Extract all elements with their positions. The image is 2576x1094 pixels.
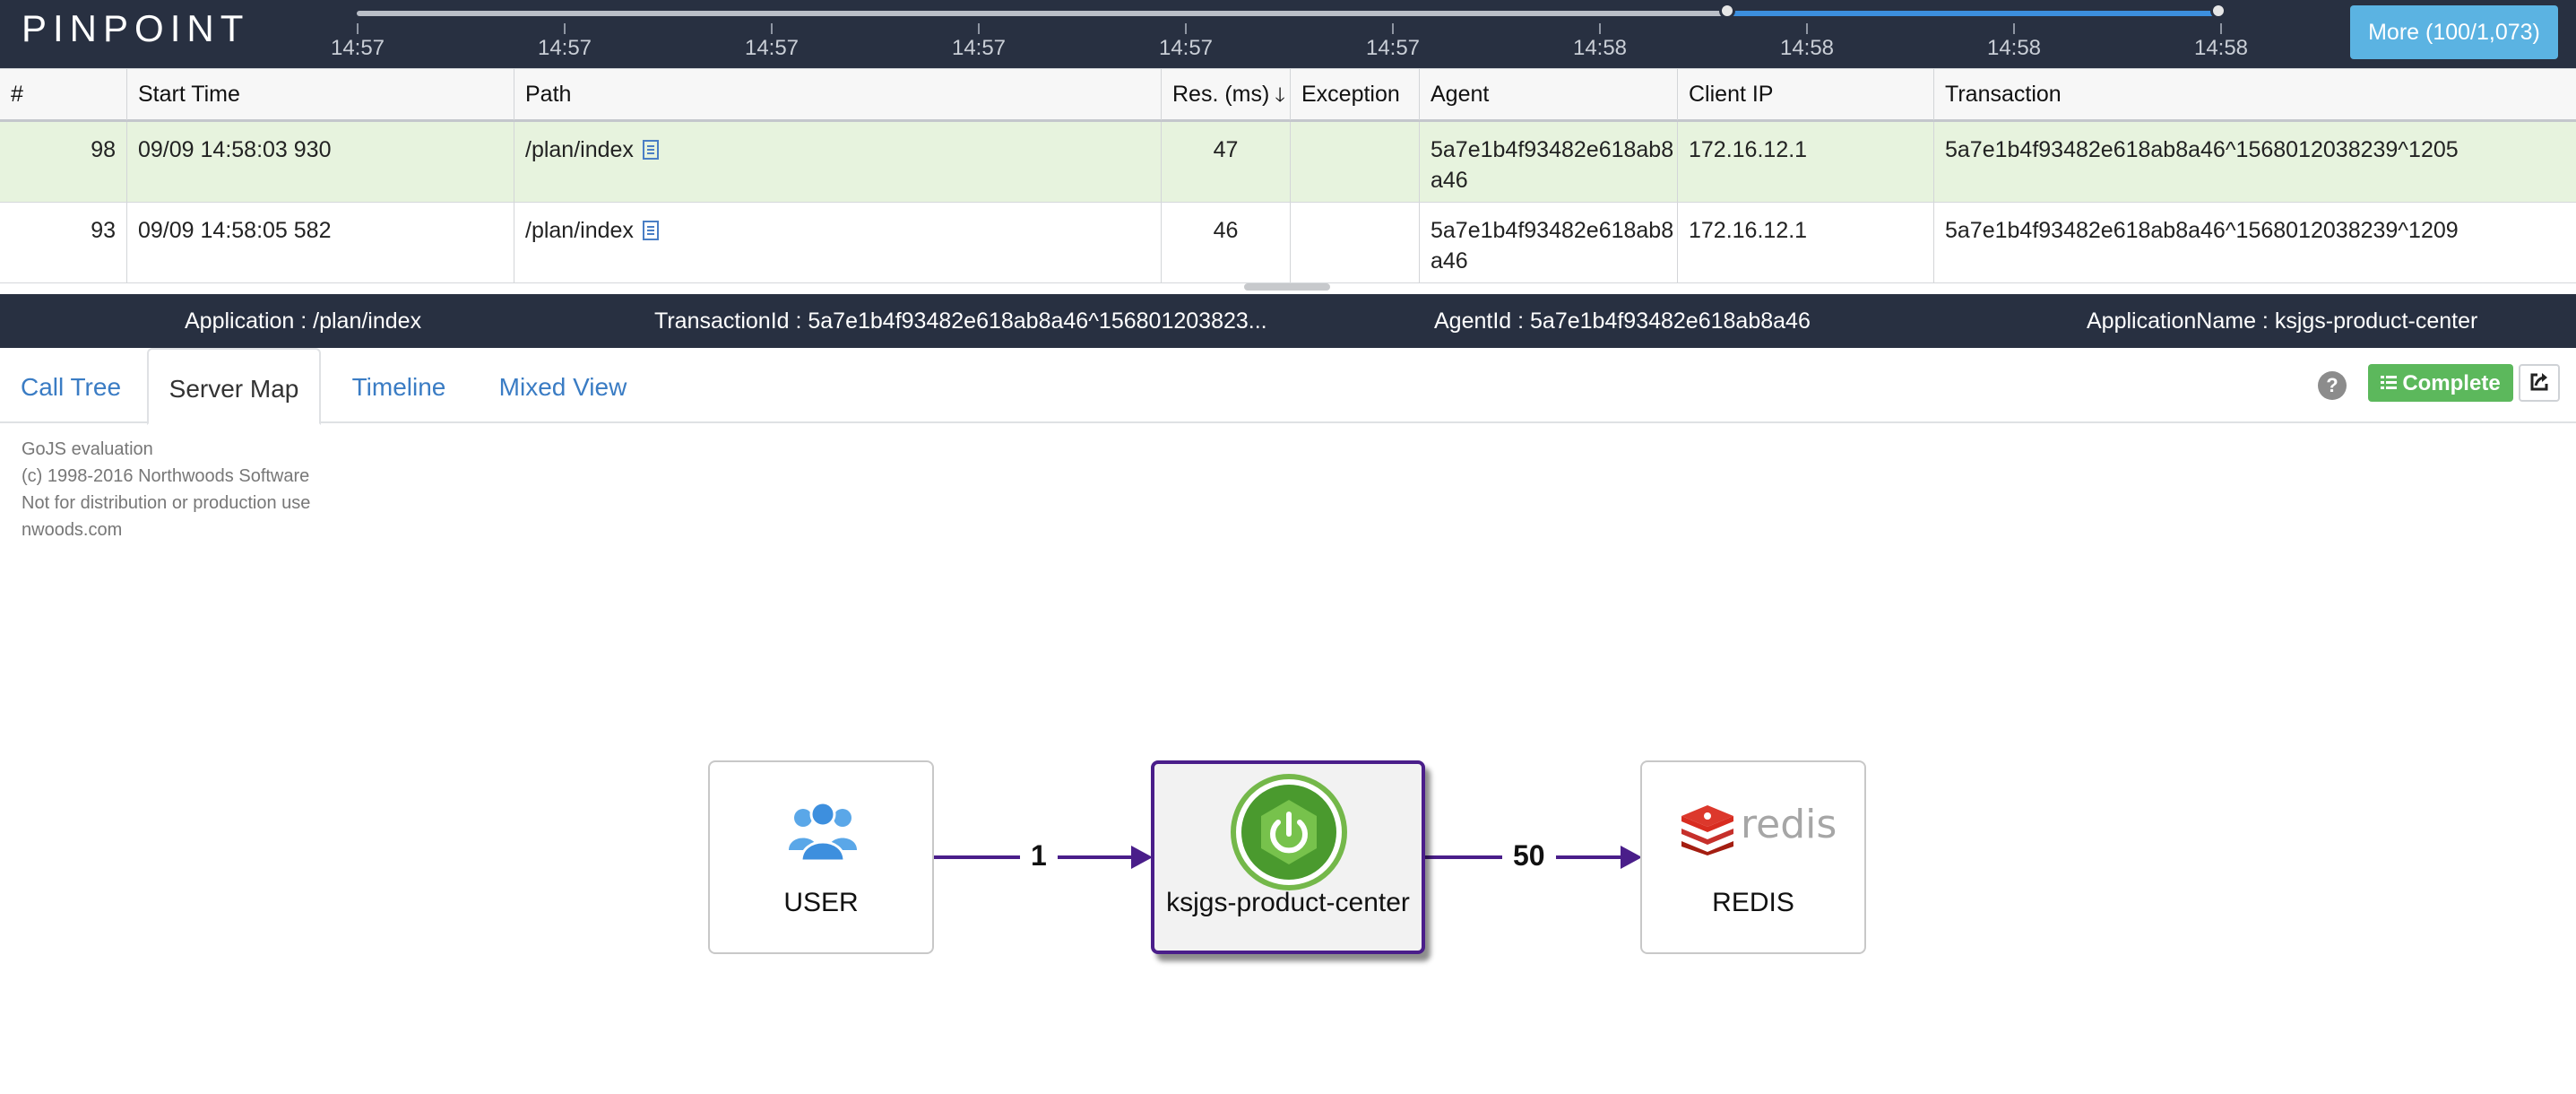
column-header-response-time[interactable]: Res. (ms)🡓 (1162, 69, 1291, 120)
column-header-exception[interactable]: Exception (1291, 69, 1420, 120)
time-tick: 14:58 (1555, 23, 1645, 61)
range-start-handle[interactable] (1719, 3, 1735, 19)
node-label: USER (783, 888, 859, 917)
edge-call-count[interactable]: 50 (1502, 839, 1556, 873)
cell-client-ip: 172.16.12.1 (1678, 122, 1934, 202)
column-header-response-time-label: Res. (ms) (1172, 82, 1270, 107)
list-icon (2381, 375, 2398, 391)
edge-call-count[interactable]: 1 (1020, 839, 1058, 873)
time-tick: 14:57 (727, 23, 817, 61)
table-header: # Start Time Path Res. (ms)🡓 Exception A… (0, 68, 2576, 122)
range-end-handle[interactable] (2210, 3, 2226, 19)
watermark-line: nwoods.com (22, 520, 123, 540)
info-application: Application : /plan/index (185, 308, 422, 334)
cell-agent: 5a7e1b4f93482e618ab8a46 (1420, 122, 1678, 202)
time-tick: 14:57 (1348, 23, 1438, 61)
table-row[interactable]: 93 09/09 14:58:05 582 /plan/index 46 5a7… (0, 203, 2576, 283)
cell-path-text: /plan/index (525, 218, 634, 243)
column-header-transaction[interactable]: Transaction (1945, 82, 2062, 107)
tab-timeline[interactable]: Timeline (351, 373, 446, 401)
redis-logo-icon (1681, 805, 1733, 855)
node-ksjgs-product-center[interactable]: ksjgs-product-center (1151, 760, 1425, 954)
help-icon[interactable]: ? (2318, 371, 2347, 400)
tab-call-tree[interactable]: Call Tree (20, 373, 122, 401)
time-tick: 14:57 (934, 23, 1024, 61)
time-scrubber[interactable] (357, 3, 2226, 19)
node-redis[interactable]: redis REDIS (1640, 760, 1866, 954)
node-label: ksjgs-product-center (1166, 888, 1410, 917)
redis-logo-text: redis (1741, 802, 1837, 847)
table-horizontal-scrollbar[interactable] (1244, 283, 1330, 291)
cell-start-time: 09/09 14:58:03 930 (127, 122, 514, 202)
pinpoint-logo[interactable]: PINPOINT (22, 7, 250, 49)
node-label: REDIS (1712, 888, 1794, 917)
more-button[interactable]: More (100/1,073) (2350, 5, 2558, 59)
node-user[interactable]: USER (708, 760, 934, 954)
cell-client-ip: 172.16.12.1 (1678, 203, 1934, 282)
cell-path: /plan/index (514, 203, 1162, 282)
time-tick: 14:58 (1762, 23, 1852, 61)
share-icon (2530, 372, 2548, 390)
arrow-head (1131, 846, 1153, 869)
cell-exception (1291, 203, 1420, 282)
time-tick: 14:57 (520, 23, 609, 61)
selected-time-range[interactable] (1726, 11, 2217, 16)
cell-exception (1291, 122, 1420, 202)
sort-down-icon: 🡓 (1275, 83, 1285, 106)
cell-response-time: 47 (1162, 122, 1291, 202)
column-header-client-ip[interactable]: Client IP (1678, 69, 1934, 120)
column-header-agent[interactable]: Agent (1420, 69, 1678, 120)
info-application-name: ApplicationName : ksjgs-product-center (2087, 308, 2478, 334)
document-icon[interactable] (642, 221, 659, 240)
tab-mixed-view[interactable]: Mixed View (498, 373, 627, 401)
column-header-path[interactable]: Path (514, 69, 1162, 120)
spring-power-icon (1231, 774, 1347, 890)
watermark-line: GoJS evaluation (22, 439, 153, 459)
complete-button[interactable]: Complete (2368, 364, 2513, 402)
cell-path-text: /plan/index (525, 137, 634, 162)
users-icon (789, 801, 857, 863)
open-external-button[interactable] (2519, 364, 2560, 402)
transaction-info-bar: Application : /plan/index TransactionId … (0, 294, 2576, 348)
watermark-line: (c) 1998-2016 Northwoods Software (22, 466, 310, 486)
time-tick: 14:57 (313, 23, 402, 61)
cell-agent: 5a7e1b4f93482e618ab8a46 (1420, 203, 1678, 282)
view-tabs: Call Tree Server Map Timeline Mixed View (0, 348, 2576, 425)
cell-start-time: 09/09 14:58:05 582 (127, 203, 514, 282)
column-header-start-time[interactable]: Start Time (127, 69, 514, 120)
arrow-head (1621, 846, 1642, 869)
cell-number: 93 (0, 203, 127, 282)
cell-transaction: 5a7e1b4f93482e618ab8a46^1568012038239^12… (1945, 137, 2459, 162)
info-transaction-id: TransactionId : 5a7e1b4f93482e618ab8a46^… (654, 308, 1267, 334)
cell-response-time: 46 (1162, 203, 1291, 282)
cell-transaction: 5a7e1b4f93482e618ab8a46^1568012038239^12… (1945, 218, 2459, 243)
complete-button-label: Complete (2402, 371, 2501, 395)
table-row[interactable]: 98 09/09 14:58:03 930 /plan/index 47 5a7… (0, 122, 2576, 203)
tab-server-map[interactable]: Server Map (147, 348, 321, 425)
watermark-line: Not for distribution or production use (22, 493, 311, 513)
column-header-number[interactable]: # (0, 69, 127, 120)
info-agent-id: AgentId : 5a7e1b4f93482e618ab8a46 (1434, 308, 1811, 334)
document-icon[interactable] (642, 140, 659, 160)
time-tick: 14:58 (2176, 23, 2266, 61)
cell-path: /plan/index (514, 122, 1162, 202)
time-tick: 14:58 (1969, 23, 2059, 61)
top-bar: PINPOINT 14:57 14:57 14:57 14:57 14:57 1… (0, 0, 2576, 68)
time-tick: 14:57 (1141, 23, 1231, 61)
gojs-watermark: GoJS evaluation (c) 1998-2016 Northwoods… (22, 436, 310, 543)
cell-number: 98 (0, 122, 127, 202)
